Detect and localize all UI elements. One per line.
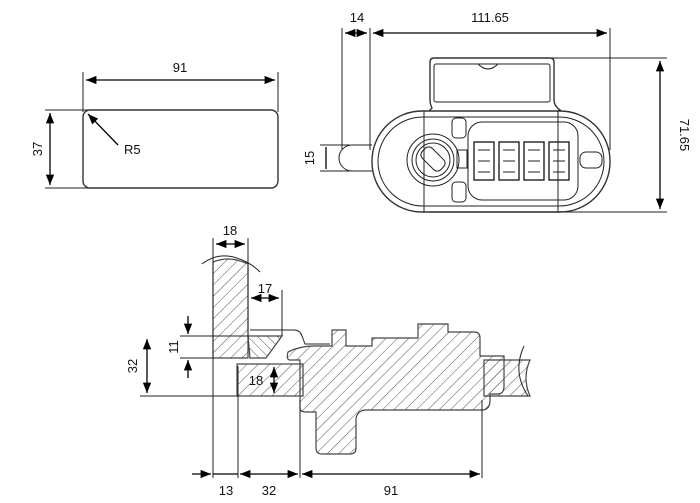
bolt-height-label: 15 [302, 151, 317, 165]
front-width-label: 111.65 [471, 10, 509, 25]
bolt [338, 144, 372, 172]
cutout-height-label: 37 [30, 142, 45, 156]
key-knob [406, 133, 460, 187]
panel-thickness-label: 18 [223, 223, 237, 238]
dial-wheel[interactable] [523, 141, 545, 181]
dial-wheels [473, 141, 570, 181]
front-height-label: 71.65 [677, 119, 692, 152]
reset-button [579, 151, 603, 169]
cutout-view: 91 37 R5 [30, 60, 279, 189]
cutout-outline [82, 109, 279, 189]
strike [236, 363, 304, 397]
section-view: 18 17 11 32 18 13 32 91 [125, 223, 531, 498]
bottom-body-label: 91 [384, 483, 398, 498]
dial-wheel[interactable] [548, 141, 570, 181]
strike-thickness-label: 18 [249, 373, 263, 388]
bolt-height-section-label: 11 [166, 340, 181, 354]
cutout-width-label: 91 [173, 60, 187, 75]
dial-wheel[interactable] [498, 141, 520, 181]
right-panel [483, 359, 531, 397]
cam [247, 335, 284, 359]
bottom-cam-label: 32 [262, 483, 276, 498]
bottom-gap-label: 13 [219, 483, 233, 498]
cam-reach-label: 17 [258, 281, 272, 296]
bolt-offset-label: 14 [350, 10, 364, 25]
radius-leader [87, 113, 119, 146]
lock-body-section [286, 323, 505, 455]
handle [426, 57, 562, 113]
dial-wheel[interactable] [473, 141, 495, 181]
radius-label: R5 [124, 142, 141, 157]
front-view: 14 111.65 71.65 15 [302, 10, 692, 213]
door-panel [212, 258, 249, 359]
cam-offset-label: 32 [125, 359, 140, 373]
